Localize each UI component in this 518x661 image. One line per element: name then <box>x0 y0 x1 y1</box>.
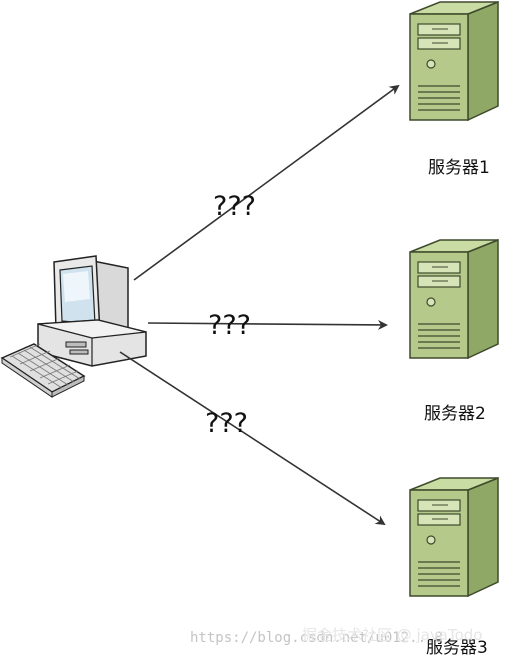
server-label-1: 服务器1 <box>428 158 490 178</box>
watermark-url: https://blog.csdn.net/u012...8 <box>190 630 443 646</box>
connection-label-2: ??? <box>208 310 251 341</box>
connection-label-3: ??? <box>205 408 248 439</box>
connection-arrow-2 <box>147 319 388 330</box>
server-label-3: 服务器3 <box>426 638 488 658</box>
connection-label-1: ??? <box>213 191 256 222</box>
desktop-computer-icon <box>0 255 147 398</box>
server-label-2: 服务器2 <box>424 404 486 424</box>
connection-arrow-3 <box>119 351 386 526</box>
connection-arrow-1 <box>133 84 400 281</box>
watermark-text: 掘金技术社区 @ javaTodo <box>302 626 482 644</box>
server-tower-icon <box>409 239 499 359</box>
server-tower-icon <box>409 477 499 597</box>
server-tower-icon <box>409 1 499 121</box>
